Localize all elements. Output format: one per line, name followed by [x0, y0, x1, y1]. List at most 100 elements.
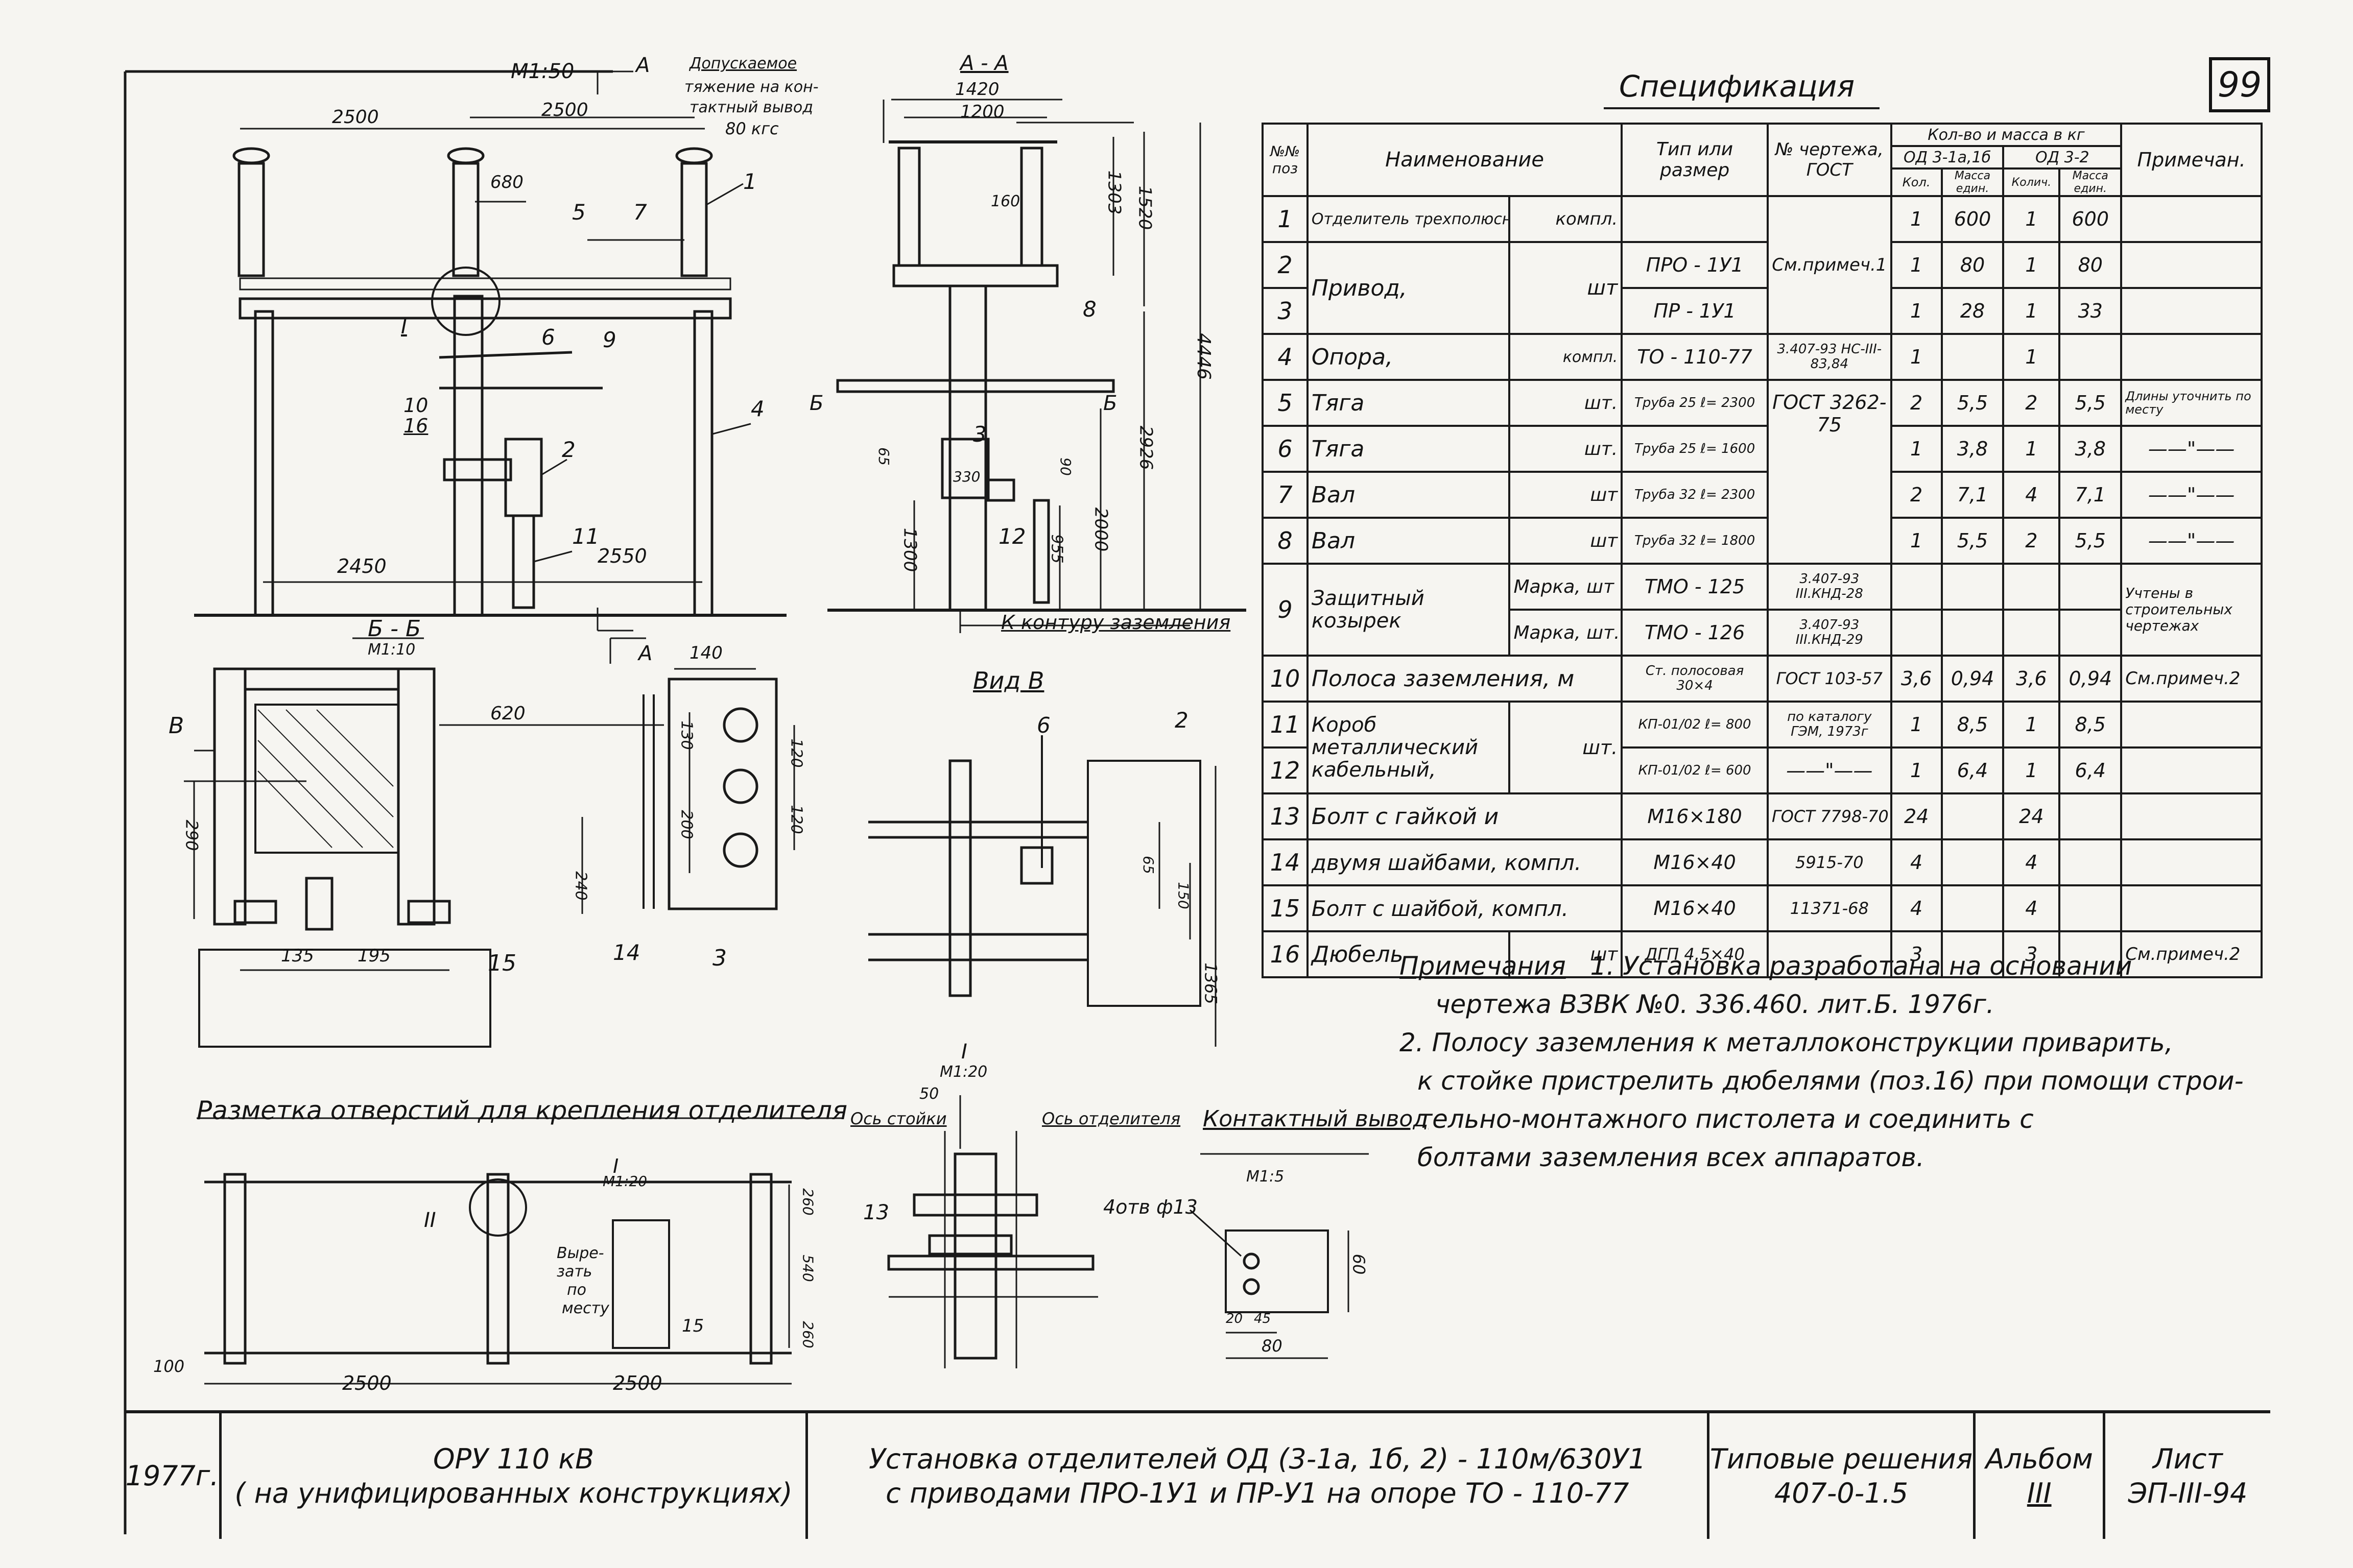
dim-45: 45 — [1254, 1311, 1271, 1326]
label-detail-I: I — [961, 1040, 967, 1064]
cell-note — [2120, 333, 2263, 381]
label-scale-bb: М1:10 — [368, 641, 416, 659]
table-row: 15 Болт с шайбой, компл. М16×40 11371-68… — [1262, 884, 2263, 932]
cell-m1: 5,5 — [1940, 379, 2005, 427]
title-album-cell: Альбом III — [1976, 1413, 2105, 1539]
note-line-3: 2. Полосу заземления к металлоконструкци… — [1399, 1028, 2173, 1057]
dim-620: 620 — [490, 703, 526, 724]
cell-name: Отделитель трехполюсный, — [1306, 195, 1511, 243]
callout-pos-13: 13 — [863, 1201, 889, 1224]
dim-100: 100 — [153, 1357, 185, 1376]
header-qty: Кол. — [1890, 167, 1943, 197]
cell-m1 — [1940, 930, 2005, 978]
cell-pos: 9 — [1262, 563, 1309, 657]
dim-50: 50 — [919, 1085, 939, 1103]
label-mark-b-left: Б — [810, 392, 824, 415]
dim-540: 540 — [799, 1255, 817, 1282]
cell-sub-1: Марка, шт — [1508, 563, 1623, 611]
cell-m1: 5,5 — [1940, 517, 2005, 565]
cell-pos: 14 — [1262, 838, 1309, 886]
cell-q1 — [1890, 563, 1943, 611]
callout-pos-6-b: 6 — [1037, 713, 1051, 738]
label-holes-title: Разметка отверстий для крепления отделит… — [197, 1096, 848, 1125]
cell-m2: 3,8 — [2058, 425, 2123, 473]
cell-m2: 600 — [2058, 195, 2123, 243]
cell-type-2: ТМО - 126 — [1621, 609, 1769, 657]
cell-note — [2120, 884, 2263, 932]
callout-pos-2-b: 2 — [1175, 708, 1189, 733]
header-od3: ОД 3-1а,1б — [1890, 145, 2005, 170]
cell-q1: 4 — [1890, 838, 1943, 886]
dim-955: 955 — [1048, 534, 1066, 564]
cell-unit: шт — [1508, 517, 1623, 565]
cell-q1: 1 — [1890, 701, 1943, 749]
cell-gost-2: 3.407-93 III.КНД-29 — [1766, 609, 1892, 657]
callout-pos-4: 4 — [751, 396, 765, 421]
dim-2500-a: 2500 — [332, 107, 379, 128]
cell-q2: 1 — [2002, 287, 2061, 335]
spec-header-row-1: №№ поз Наименование Тип или размер № чер… — [1262, 123, 2263, 197]
cell-m1: 8,5 — [1940, 701, 2005, 749]
cell-name: Полоса заземления, м — [1306, 655, 1623, 703]
cell-unit: компл. — [1508, 195, 1623, 243]
table-row: 14 двумя шайбами, компл. М16×40 5915-70 … — [1262, 838, 2263, 886]
cell-m2 — [2058, 333, 2123, 381]
cell-note — [2120, 701, 2263, 749]
cell-pos: 2 — [1262, 241, 1309, 289]
cell-note: ——"—— — [2120, 471, 2263, 519]
dim-1365: 1365 — [1201, 962, 1221, 1004]
cell-pos: 5 — [1262, 379, 1309, 427]
table-row: 4 Опора, компл. ТО - 110-77 3.407-93 НС-… — [1262, 333, 2263, 381]
dim-2926: 2926 — [1135, 425, 1156, 470]
cell-type: ПРО - 1У1 — [1621, 241, 1769, 289]
cell-m2: 5,5 — [2058, 379, 2123, 427]
cell-type: ТМО - 125 — [1621, 563, 1769, 611]
cell-type: КП-01/02 ℓ= 800 — [1621, 701, 1769, 749]
callout-pos-2: 2 — [562, 437, 576, 462]
label-section-a-mark: А — [636, 54, 650, 77]
dim-2500-d: 2500 — [613, 1372, 662, 1394]
cell-empty — [2002, 609, 2061, 657]
cell-q2: 1 — [2002, 425, 2061, 473]
cell-note: См.примеч.2 — [2120, 655, 2263, 703]
cell-name: Защитный козырек — [1306, 563, 1511, 657]
cell-q1: 1 — [1890, 241, 1943, 289]
cell-q1: 1 — [1890, 333, 1943, 381]
dim-2550: 2550 — [598, 545, 647, 567]
cell-pos: 15 — [1262, 884, 1309, 932]
label-view-v: Вид В — [973, 667, 1044, 694]
dim-1420: 1420 — [955, 79, 1000, 100]
cell-q2: 4 — [2002, 471, 2061, 519]
label-cut-note-3: по — [567, 1281, 586, 1299]
cell-type: Труба 32 ℓ= 1800 — [1621, 517, 1769, 565]
header-note: Примечан. — [2120, 123, 2263, 197]
dim-160: 160 — [991, 192, 1020, 210]
callout-pos-10: 10 — [403, 394, 429, 417]
dim-150: 150 — [1175, 882, 1192, 909]
dim-120-a: 120 — [787, 738, 805, 768]
cell-m2 — [2058, 884, 2123, 932]
dim-240: 240 — [572, 871, 590, 901]
cell-name: Привод, — [1306, 241, 1511, 335]
spec-header-row-2: ОД 3-1а,1б ОД 3-2 — [1263, 145, 2262, 170]
header-name: Наименование — [1306, 123, 1623, 197]
table-row: 6 Тяга шт. Труба 25 ℓ= 1600 1 3,8 1 3,8 … — [1262, 425, 2263, 473]
note-line-6: болтами заземления всех аппаратов. — [1417, 1143, 1924, 1172]
dim-330: 330 — [953, 468, 981, 485]
cell-note: Учтены в строительных чертежах — [2120, 563, 2263, 657]
label-section-bb: Б - Б — [368, 616, 421, 642]
cell-empty — [2058, 609, 2123, 657]
cell-gost: 3.407-93 III.КНД-28 — [1766, 563, 1892, 611]
cell-q2: 1 — [2002, 241, 2061, 289]
cell-gost: См.примеч.1 — [1766, 195, 1892, 335]
dim-195: 195 — [358, 946, 391, 966]
cell-type: М16×40 — [1621, 838, 1769, 886]
dim-135: 135 — [281, 946, 314, 966]
note-line-1: 1. Установка разработана на основании — [1590, 951, 2132, 981]
cell-note — [2120, 241, 2263, 289]
cell-type: ПР - 1У1 — [1621, 287, 1769, 335]
label-allowed-tension: Допускаемое — [690, 55, 797, 73]
cell-note: Длины уточнить по месту — [2120, 379, 2263, 427]
cell-q2 — [2002, 563, 2061, 611]
cell-q1: 3,6 — [1890, 655, 1943, 703]
